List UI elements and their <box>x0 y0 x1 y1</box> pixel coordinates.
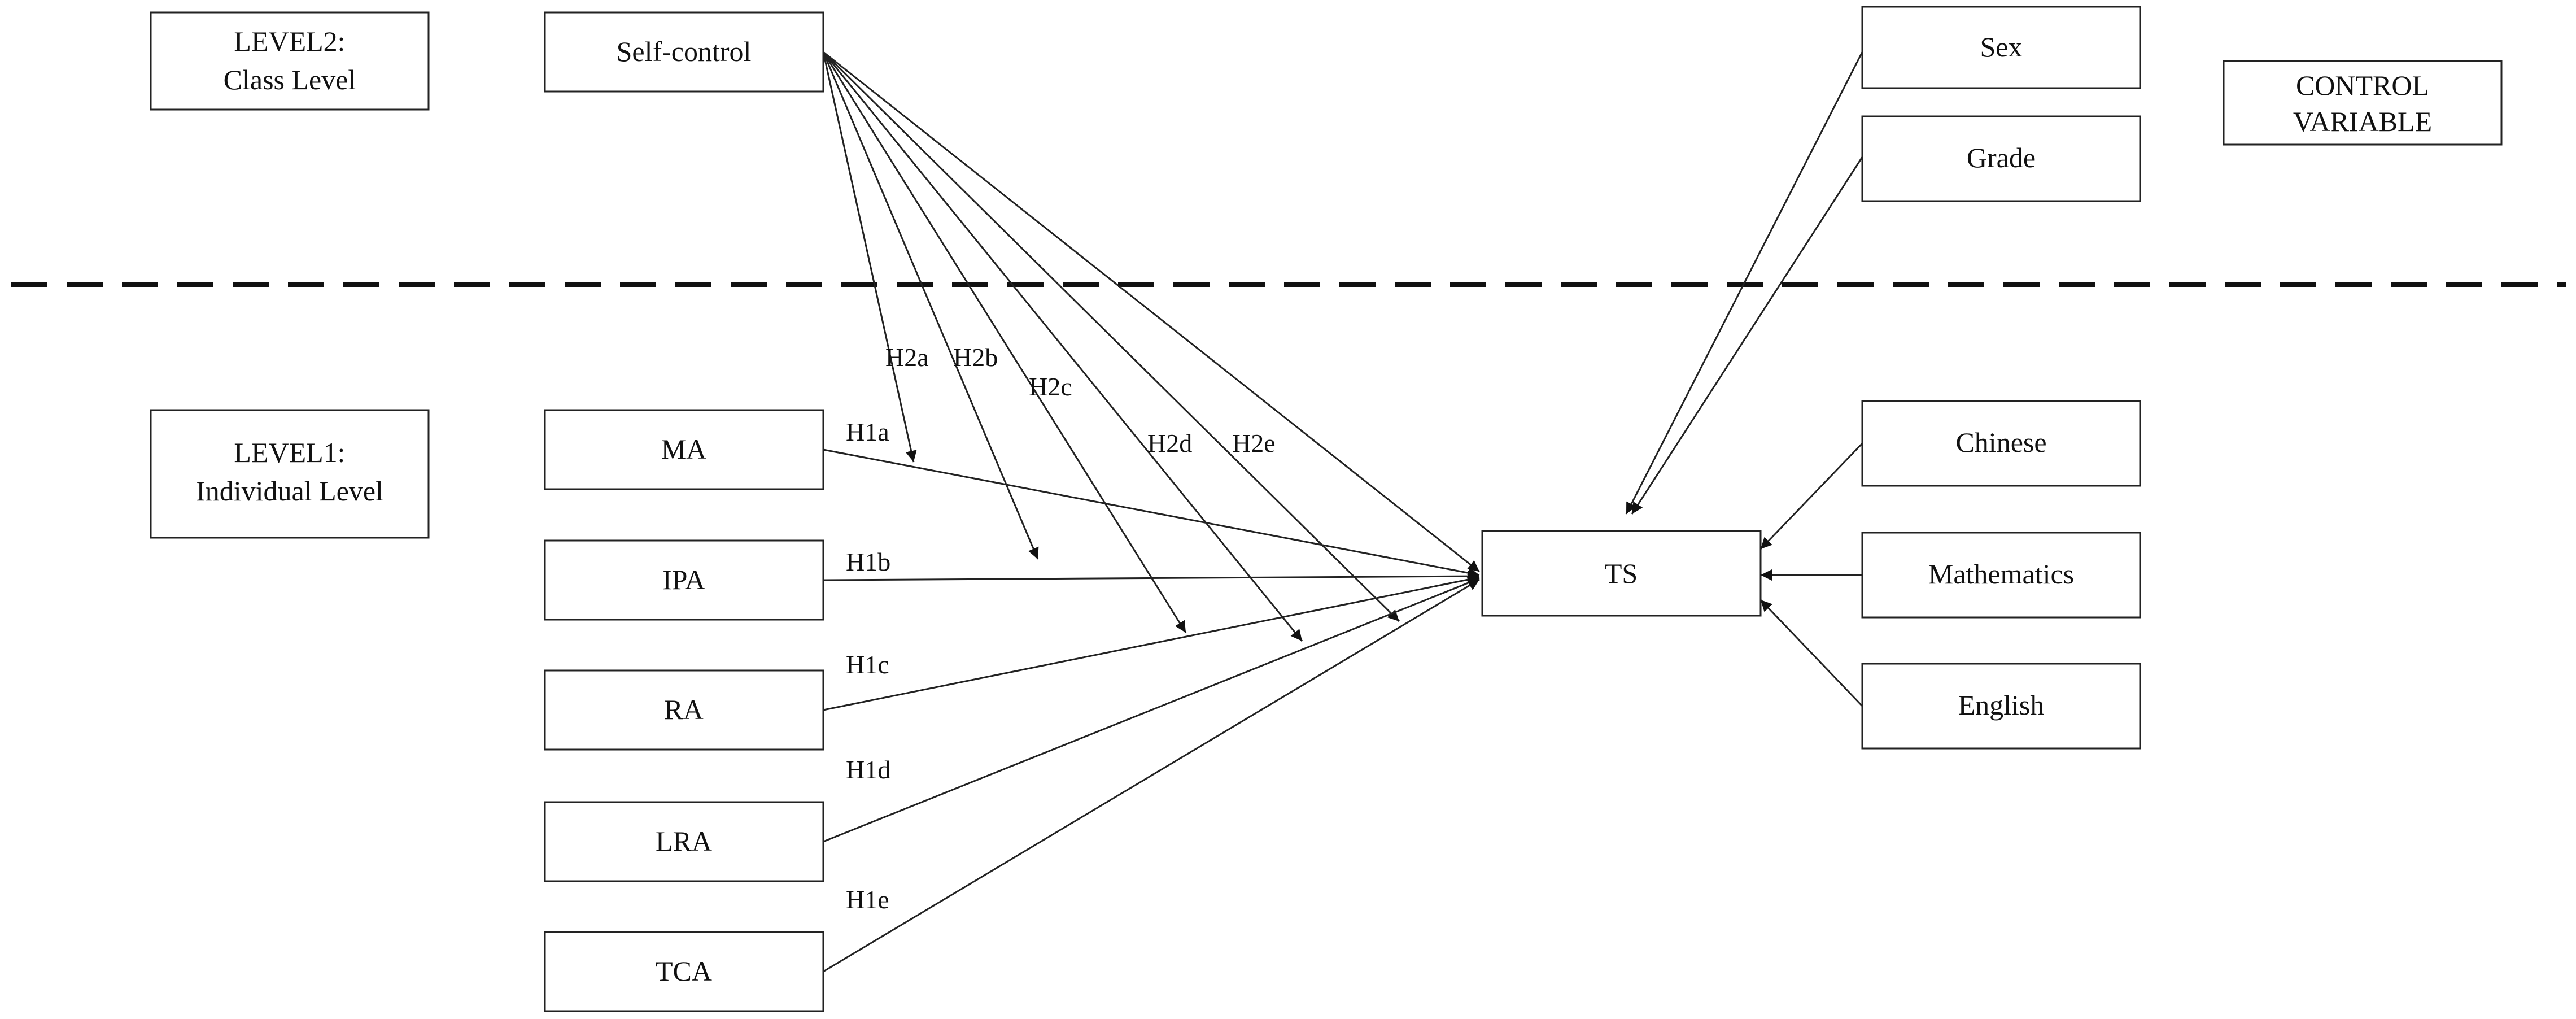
node-ipa: IPA <box>544 539 824 621</box>
edge-h1c <box>823 574 1480 711</box>
level1-label-line2: Individual Level <box>196 475 383 507</box>
edge-h2d <box>822 51 1303 642</box>
edge-self-control-ts <box>823 51 1480 573</box>
node-ra: RA <box>544 669 824 751</box>
node-tca: TCA <box>544 931 824 1012</box>
label-h1d: H1d <box>846 755 890 784</box>
edge-sex-ts <box>1625 51 1863 515</box>
node-ma-label: MA <box>661 433 707 465</box>
label-h2b: H2b <box>953 343 998 372</box>
label-h1a: H1a <box>846 417 889 446</box>
level1-label-box: LEVEL1: Individual Level <box>150 409 430 539</box>
node-chinese-label: Chinese <box>1955 426 2046 458</box>
edge-grade-ts <box>1631 156 1863 515</box>
node-lra-label: LRA <box>656 825 712 857</box>
node-mathematics-label: Mathematics <box>1928 558 2074 590</box>
node-english: English <box>1861 663 2141 750</box>
label-h2e: H2e <box>1232 429 1276 458</box>
node-sex-label: Sex <box>1980 31 2023 63</box>
label-h1b: H1b <box>846 547 890 576</box>
label-h1e: H1e <box>846 885 889 914</box>
node-lra: LRA <box>544 801 824 882</box>
hypothesis-labels: H2a H2b H2c H2d H2e H1a H1b H1c H1d H1e <box>846 343 1276 914</box>
level2-label-line2: Class Level <box>224 64 356 95</box>
node-mathematics: Mathematics <box>1861 532 2141 619</box>
node-ra-label: RA <box>664 694 703 725</box>
control-label-line1: CONTROL <box>2296 69 2429 101</box>
edge-h1b <box>823 571 1480 582</box>
node-self-control-label: Self-control <box>617 36 752 67</box>
edge-chinese-ts <box>1759 442 1863 550</box>
direct-effect-edges <box>823 448 1480 973</box>
edge-h2a <box>822 51 917 463</box>
edge-h1d <box>823 577 1480 843</box>
node-english-label: English <box>1958 689 2045 721</box>
node-chinese: Chinese <box>1861 400 2141 487</box>
node-ma: MA <box>544 409 824 490</box>
node-self-control: Self-control <box>544 11 824 93</box>
edge-h2e <box>822 51 1400 622</box>
level2-label-box: LEVEL2: Class Level <box>150 11 430 111</box>
node-sex: Sex <box>1861 6 2141 89</box>
control-variable-label-box: CONTROL VARIABLE <box>2223 60 2503 146</box>
moderation-edges <box>822 51 1480 642</box>
control-label-line2: VARIABLE <box>2293 106 2432 137</box>
node-ts-label: TS <box>1605 558 1638 589</box>
edge-h1e <box>823 578 1480 973</box>
level2-label-line1: LEVEL2: <box>234 25 345 57</box>
edge-h2b <box>822 51 1039 560</box>
node-ipa-label: IPA <box>662 564 705 595</box>
edge-h1a <box>823 448 1480 579</box>
label-h2d: H2d <box>1147 429 1192 458</box>
node-grade: Grade <box>1861 115 2141 202</box>
label-h1c: H1c <box>846 650 889 679</box>
control-edges <box>1625 51 1863 707</box>
edge-english-ts <box>1759 599 1863 707</box>
level1-label-line1: LEVEL1: <box>234 437 345 468</box>
label-h2c: H2c <box>1029 372 1072 401</box>
node-grade-label: Grade <box>1967 142 2036 173</box>
label-h2a: H2a <box>885 343 929 372</box>
node-ts: TS <box>1481 530 1762 617</box>
node-tca-label: TCA <box>656 955 712 987</box>
edge-h2c <box>822 51 1187 633</box>
